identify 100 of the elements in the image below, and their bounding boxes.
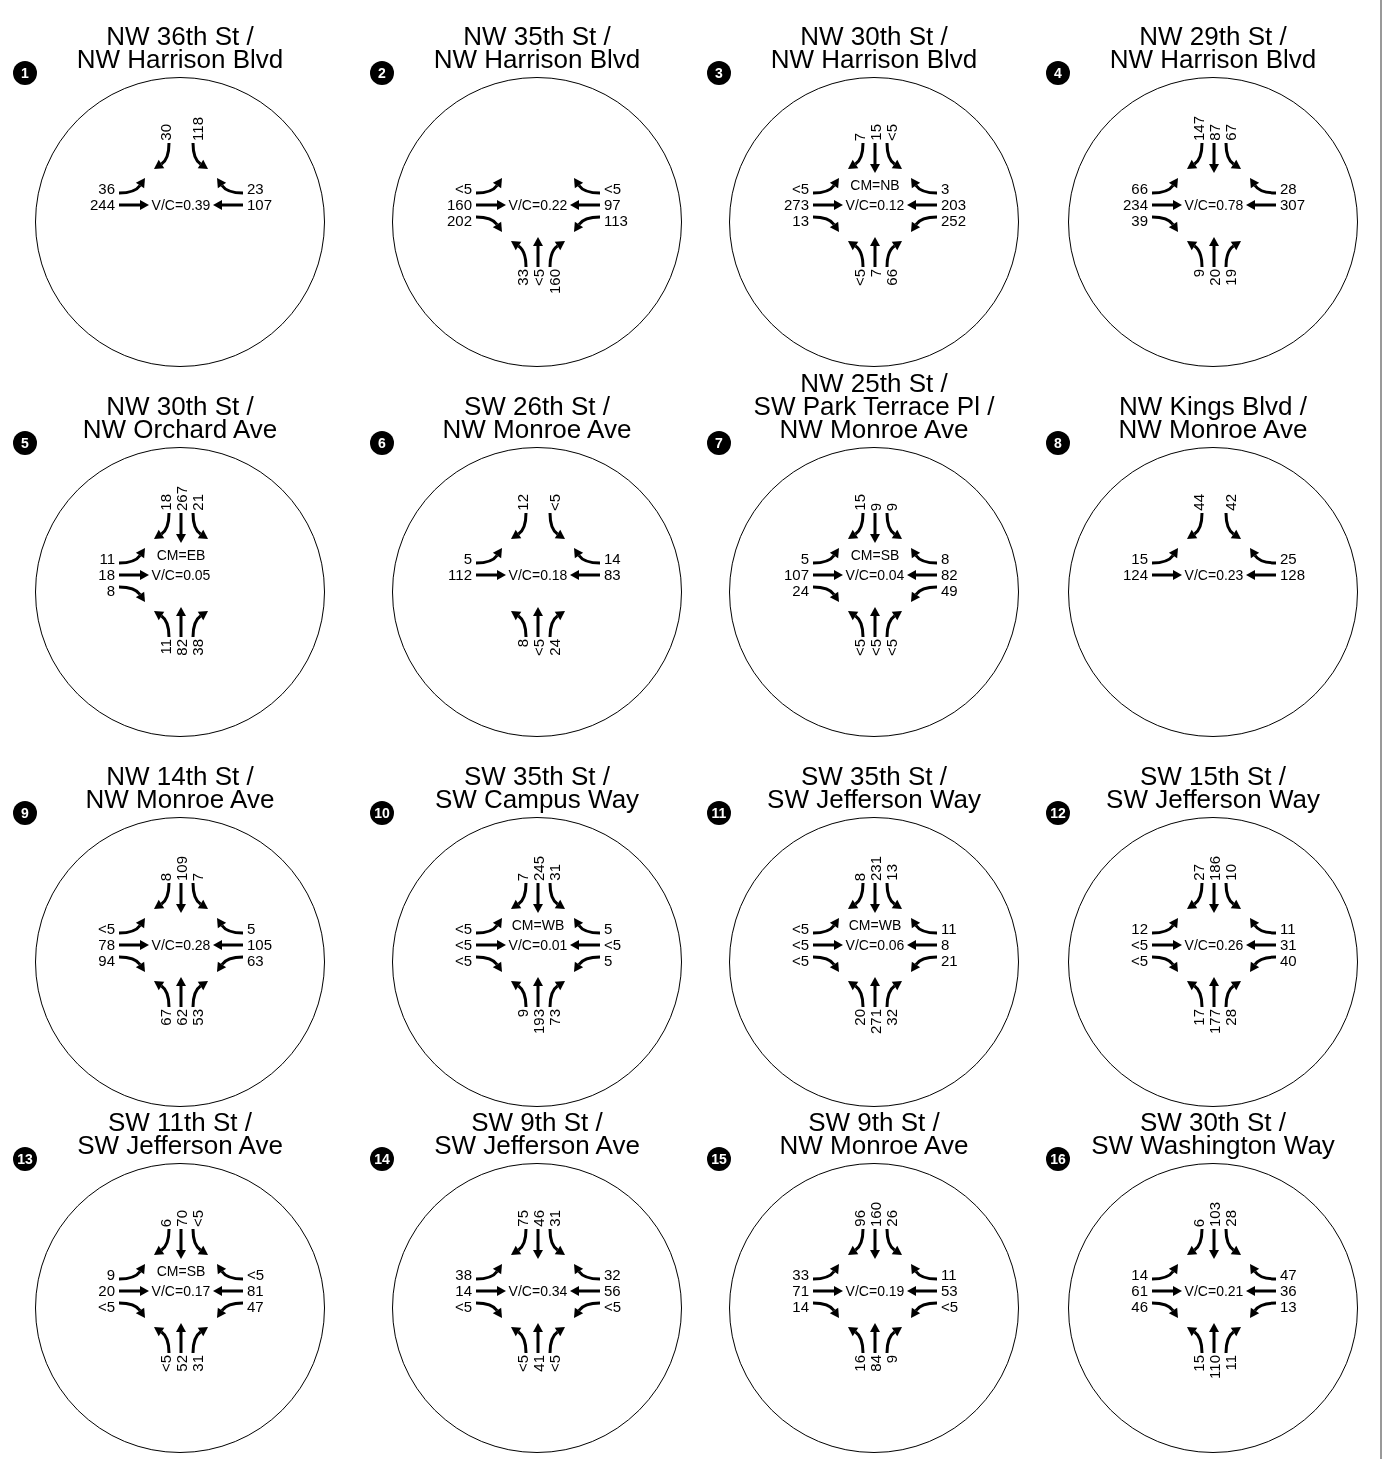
traffic-volume: <5	[791, 922, 809, 936]
traffic-volume: 67	[1222, 124, 1238, 141]
traffic-volume: 113	[604, 214, 628, 228]
traffic-volume: 38	[455, 1268, 472, 1282]
traffic-volume: 40	[1280, 954, 1297, 968]
traffic-volume: 109	[173, 855, 189, 881]
traffic-volume: 203	[941, 198, 967, 212]
intersection-number-badge: 16	[1046, 1147, 1070, 1171]
traffic-volume: 11	[1280, 922, 1296, 936]
traffic-volume: 9	[867, 502, 883, 511]
traffic-volume: 13	[792, 214, 809, 228]
volume-capacity-ratio: V/C=0.06	[845, 937, 905, 953]
traffic-volume: 15	[1190, 1355, 1206, 1372]
traffic-volume: <5	[189, 1209, 205, 1227]
intersection-number-badge: 9	[13, 801, 37, 825]
traffic-volume: <5	[97, 922, 115, 936]
traffic-volume: 147	[1190, 115, 1206, 141]
traffic-volume: 20	[1206, 269, 1222, 286]
traffic-volume: 56	[604, 1284, 621, 1298]
traffic-volume: 11	[941, 922, 957, 936]
traffic-volume: 82	[173, 639, 189, 656]
traffic-volume: 9	[883, 502, 899, 511]
traffic-volume: 49	[941, 584, 958, 598]
volume-capacity-ratio: V/C=0.23	[1184, 567, 1244, 583]
traffic-volume: <5	[247, 1268, 265, 1282]
traffic-volume: 38	[189, 639, 205, 656]
traffic-volume: 5	[463, 552, 472, 566]
traffic-volume: 7	[189, 872, 205, 881]
intersection-number-badge: 11	[707, 801, 731, 825]
traffic-volume: 78	[98, 938, 115, 952]
traffic-volume: 17	[1190, 1009, 1206, 1026]
traffic-volume: 25	[1280, 552, 1297, 566]
traffic-volume: 52	[173, 1355, 189, 1372]
traffic-volume: 96	[851, 1210, 867, 1227]
traffic-volume: 27	[1190, 864, 1206, 881]
traffic-volume: 24	[792, 584, 809, 598]
traffic-volume: 5	[604, 922, 613, 936]
traffic-volume: <5	[546, 493, 562, 511]
traffic-volume: 33	[514, 269, 530, 286]
traffic-volume: 12	[514, 494, 530, 511]
traffic-volume: 16	[851, 1355, 867, 1372]
traffic-volume: 18	[98, 568, 115, 582]
intersection-title: SW 9th St / SW Jefferson Ave	[433, 1111, 641, 1157]
traffic-volume: 94	[98, 954, 115, 968]
traffic-volume: 31	[1280, 938, 1297, 952]
traffic-volume: <5	[530, 269, 546, 287]
traffic-volume: 231	[867, 855, 883, 881]
traffic-volume: 7	[851, 132, 867, 141]
traffic-volume: 11	[157, 639, 173, 655]
traffic-volume: 12	[1131, 922, 1148, 936]
traffic-volume: 245	[530, 855, 546, 881]
traffic-volume: 14	[604, 552, 621, 566]
traffic-volume: 81	[247, 1284, 264, 1298]
traffic-volume: <5	[791, 938, 809, 952]
traffic-volume: <5	[883, 639, 899, 657]
traffic-volume: 13	[1280, 1300, 1297, 1314]
traffic-volume: 28	[1280, 182, 1297, 196]
traffic-volume: 44	[1190, 494, 1206, 511]
intersection-number-badge: 2	[370, 61, 394, 85]
traffic-volume: <5	[97, 1300, 115, 1314]
traffic-volume: 9	[514, 1009, 530, 1018]
intersection-title: NW 25th St / SW Park Terrace Pl / NW Monroe Ave	[752, 372, 996, 441]
traffic-volume: 21	[189, 494, 205, 511]
traffic-volume: 26	[883, 1210, 899, 1227]
traffic-volume: <5	[454, 182, 472, 196]
traffic-volume: 42	[1222, 494, 1238, 511]
traffic-volume: 24	[546, 639, 562, 656]
traffic-volume: 84	[867, 1355, 883, 1372]
traffic-volume: 14	[455, 1284, 472, 1298]
volume-capacity-ratio: V/C=0.22	[508, 197, 568, 213]
traffic-volume: 8	[851, 872, 867, 881]
traffic-volume: 11	[941, 1268, 957, 1282]
traffic-volume: 202	[446, 214, 472, 228]
traffic-volume: 62	[173, 1009, 189, 1026]
traffic-volume: 47	[247, 1300, 264, 1314]
traffic-volume: <5	[604, 1300, 622, 1314]
traffic-volume: 160	[867, 1201, 883, 1227]
intersection-title: SW 30th St / SW Washington Way	[1090, 1111, 1336, 1157]
traffic-volume: 73	[546, 1009, 562, 1026]
traffic-volume: 61	[1131, 1284, 1148, 1298]
intersection-title: SW 11th St / SW Jefferson Ave	[76, 1111, 284, 1157]
critical-movement-label: CM=WB	[511, 917, 565, 933]
traffic-volume: 33	[792, 1268, 809, 1282]
volume-capacity-ratio: V/C=0.04	[845, 567, 905, 583]
traffic-volume: 124	[1122, 568, 1148, 582]
intersection-number-badge: 6	[370, 431, 394, 455]
volume-capacity-ratio: V/C=0.05	[151, 567, 211, 583]
traffic-volume: <5	[941, 1300, 959, 1314]
traffic-volume: 15	[867, 124, 883, 141]
traffic-volume: <5	[157, 1355, 173, 1373]
traffic-volume: 71	[792, 1284, 809, 1298]
traffic-volume: <5	[604, 938, 622, 952]
intersection-number-badge: 8	[1046, 431, 1070, 455]
traffic-volume: 252	[941, 214, 967, 228]
traffic-volume: <5	[791, 954, 809, 968]
intersection-title: SW 15th St / SW Jefferson Way	[1105, 765, 1321, 811]
traffic-volume: 20	[98, 1284, 115, 1298]
volume-capacity-ratio: V/C=0.28	[151, 937, 211, 953]
volume-capacity-ratio: V/C=0.39	[151, 197, 211, 213]
traffic-volume: 128	[1280, 568, 1306, 582]
